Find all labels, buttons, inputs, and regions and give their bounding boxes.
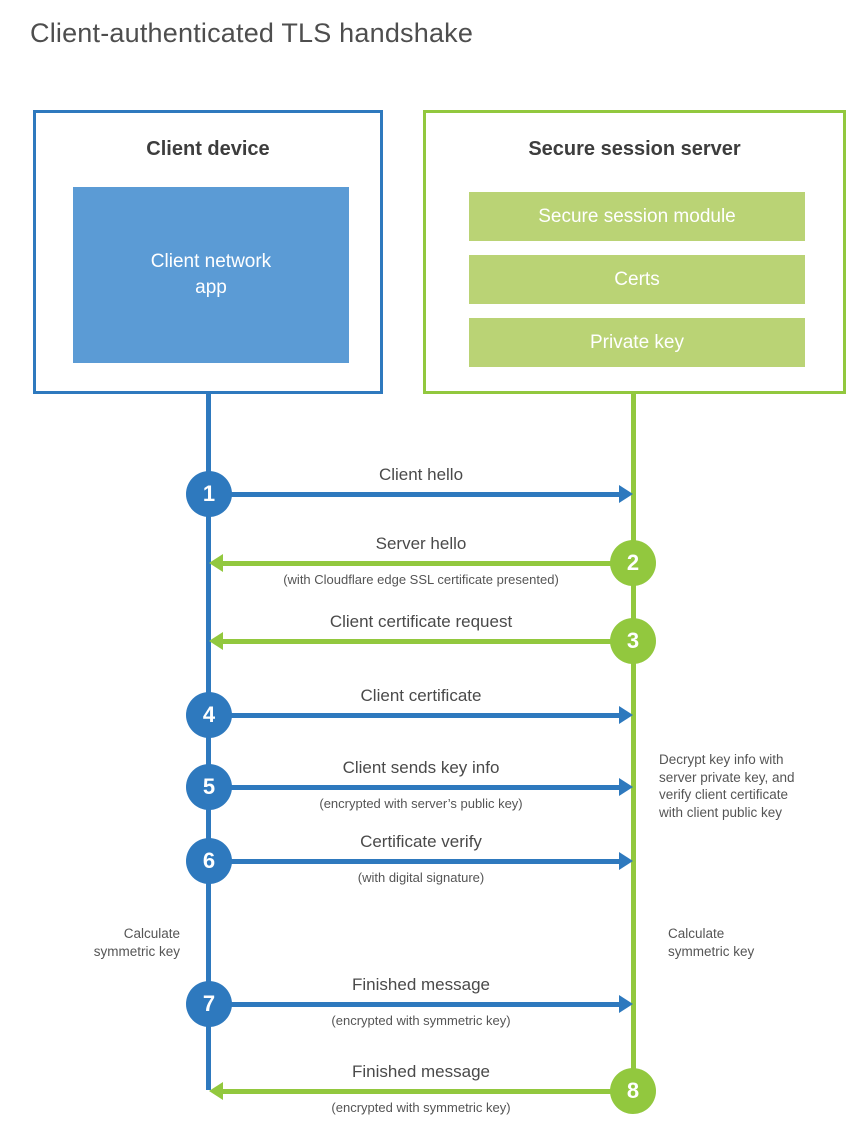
step-3-badge: 3	[610, 618, 656, 664]
arrow-right-icon	[619, 995, 633, 1013]
step-6-sublabel: (with digital signature)	[357, 870, 485, 885]
arrow-left-icon	[209, 1082, 223, 1100]
step-2-label: Server hello	[375, 534, 467, 553]
secure-session-server-box: Secure session server Secure session mod…	[423, 110, 846, 394]
client-device-title: Client device	[146, 138, 270, 160]
decrypt-note: Decrypt key info with server private key…	[659, 752, 795, 820]
step-7-badge: 7	[186, 981, 232, 1027]
server-module-certs: Certs	[469, 255, 805, 304]
server-module-secure-session: Secure session module	[469, 192, 805, 241]
step-8-label: Finished message	[352, 1062, 490, 1081]
arrow-left-icon	[209, 632, 223, 650]
step-2-sublabel: (with Cloudflare edge SSL certificate pr…	[283, 572, 559, 587]
step-6-label: Certificate verify	[360, 832, 482, 851]
step-5-sublabel: (encrypted with server’s public key)	[319, 796, 523, 811]
step-2-arrow	[223, 561, 633, 566]
arrow-left-icon	[209, 554, 223, 572]
server-module-private-key: Private key	[469, 318, 805, 367]
step-1-label: Client hello	[378, 465, 464, 484]
calculate-symmetric-key-left-note: Calculate symmetric key	[93, 926, 180, 959]
server-title: Secure session server	[528, 138, 741, 160]
step-4-badge: 4	[186, 692, 232, 738]
step-4-label: Client certificate	[360, 686, 482, 705]
step-2-badge: 2	[610, 540, 656, 586]
step-5-label: Client sends key info	[342, 758, 500, 777]
step-7-label: Finished message	[352, 975, 490, 994]
step-6-arrow	[209, 859, 619, 864]
step-8-arrow	[223, 1089, 633, 1094]
step-5-arrow	[209, 785, 619, 790]
step-1-badge: 1	[186, 471, 232, 517]
server-lifeline	[631, 393, 636, 1093]
client-network-app-box: Client network app	[73, 187, 349, 363]
step-3-arrow	[223, 639, 633, 644]
step-8-badge: 8	[610, 1068, 656, 1114]
step-7-sublabel: (encrypted with symmetric key)	[331, 1013, 511, 1028]
step-4-arrow	[209, 713, 619, 718]
arrow-right-icon	[619, 852, 633, 870]
page-title: Client-authenticated TLS handshake	[30, 18, 474, 48]
step-1-arrow	[209, 492, 619, 497]
step-6-badge: 6	[186, 838, 232, 884]
step-5-badge: 5	[186, 764, 232, 810]
step-7-arrow	[209, 1002, 619, 1007]
arrow-right-icon	[619, 706, 633, 724]
calculate-symmetric-key-right-note: Calculate symmetric key	[668, 926, 755, 959]
client-device-box: Client device Client network app	[33, 110, 383, 394]
arrow-right-icon	[619, 485, 633, 503]
client-lifeline	[206, 393, 211, 1090]
step-8-sublabel: (encrypted with symmetric key)	[331, 1100, 511, 1115]
arrow-right-icon	[619, 778, 633, 796]
step-3-label: Client certificate request	[329, 612, 513, 631]
